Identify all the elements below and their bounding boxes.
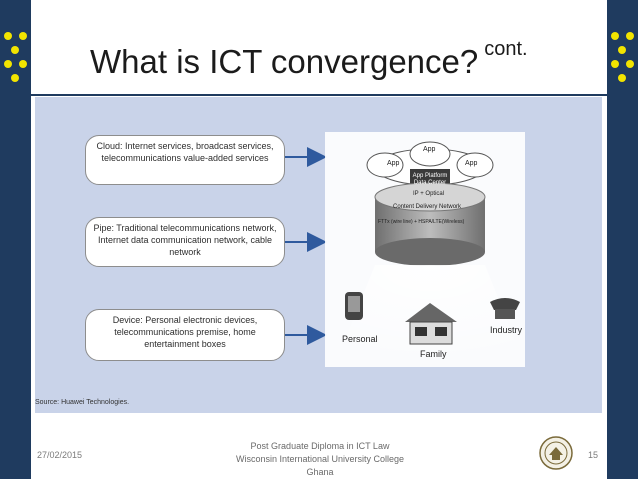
slide-title-suffix: cont. [484,38,528,60]
cloud-description-box: Cloud: Internet services, broadcast serv… [85,135,285,185]
platform-box [410,169,450,187]
figure-source: Source: Huawei Technologies. [35,399,130,406]
convergence-figure: Cloud: Internet services, broadcast serv… [35,97,602,413]
device-description-box: Device: Personal electronic devices, tel… [85,309,285,361]
page-number: 15 [588,450,599,460]
pipe-cylinder-bottom [375,238,485,266]
cloud-shape [366,141,494,186]
platform-label: App Platform Data Center [412,173,448,186]
footer-line-3: Ghana [306,467,334,477]
industry-phone-icon [490,298,520,319]
pipe-description-box: Pipe: Traditional telecommunications net… [85,217,285,267]
app-label-3: App [465,160,478,167]
ring-label-cdn: Content Delivery Network [393,204,462,210]
app-label-2: App [423,146,436,153]
footer-date: 27/02/2015 [37,450,83,460]
footer-institution: Post Graduate Diploma in ICT Law Wiscons… [210,440,430,479]
decorative-dots-right [607,30,638,92]
footer-line-1: Post Graduate Diploma in ICT Law [250,441,390,451]
left-band [0,0,31,479]
pipe-cylinder-top [374,182,486,212]
app-label-1: App [387,160,400,167]
personal-label: Personal [342,334,378,344]
industry-label: Industry [490,325,523,335]
right-band [607,0,638,479]
slide-title-text: What is ICT convergence? [90,43,479,80]
slide-title: What is ICT convergence?cont. [90,38,528,81]
decorative-dots-left [0,30,31,92]
title-divider [31,94,607,96]
personal-device-icon [345,292,363,320]
family-house-icon [405,303,457,345]
footer-line-2: Wisconsin International University Colle… [235,454,405,464]
family-label: Family [420,349,447,359]
figure-graphics [245,132,525,367]
university-seal-icon [539,436,573,470]
ring-label-access: FTTx (wire line) + HSPA/LTE(Wireless) [378,219,465,225]
ring-label-ip: IP + Optical [413,191,445,197]
